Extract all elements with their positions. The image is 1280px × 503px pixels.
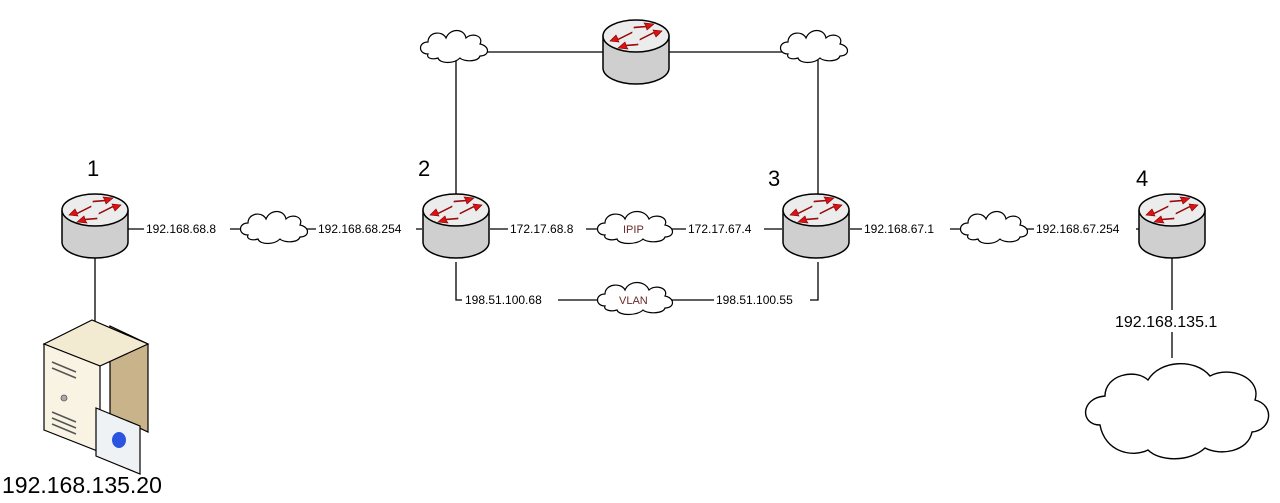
if-r4-lan: 192.168.135.1: [1115, 314, 1217, 331]
vlan-label: VLAN: [619, 295, 648, 307]
router-icon: [602, 19, 670, 85]
wan-cloud-1: [239, 210, 309, 245]
server[interactable]: [42, 319, 150, 475]
if-r2-left: 192.168.68.254: [318, 222, 402, 236]
top-left-cloud: [419, 29, 489, 64]
router-top[interactable]: [602, 19, 670, 85]
router-4[interactable]: [1138, 193, 1206, 259]
router-2[interactable]: [422, 193, 490, 259]
if-r2-right: 172.17.68.8: [510, 222, 574, 236]
if-r3-left: 172.17.67.4: [688, 222, 752, 236]
top-right-cloud: [779, 29, 849, 64]
router-4-number: 4: [1136, 166, 1148, 191]
router-icon: [1138, 193, 1206, 259]
if-r2-bottom: 198.51.100.68: [465, 293, 542, 307]
router-1-number: 1: [87, 156, 99, 181]
router-icon: [61, 193, 129, 259]
if-r4-left: 192.168.67.254: [1036, 222, 1120, 236]
router-icon: [422, 193, 490, 259]
server-ip: 192.168.135.20: [2, 472, 162, 498]
router-2-number: 2: [418, 156, 430, 181]
if-r1-right: 192.168.68.8: [146, 222, 216, 236]
wan-cloud-2: [959, 210, 1029, 245]
router-1[interactable]: [61, 193, 129, 259]
ipip-label: IPIP: [623, 224, 644, 236]
lan-cloud: [1084, 363, 1270, 460]
if-r3-right: 192.168.67.1: [864, 222, 934, 236]
if-r3-bottom: 198.51.100.55: [716, 293, 793, 307]
router-icon: [782, 193, 850, 259]
router-3[interactable]: [782, 193, 850, 259]
router-3-number: 3: [768, 166, 780, 191]
